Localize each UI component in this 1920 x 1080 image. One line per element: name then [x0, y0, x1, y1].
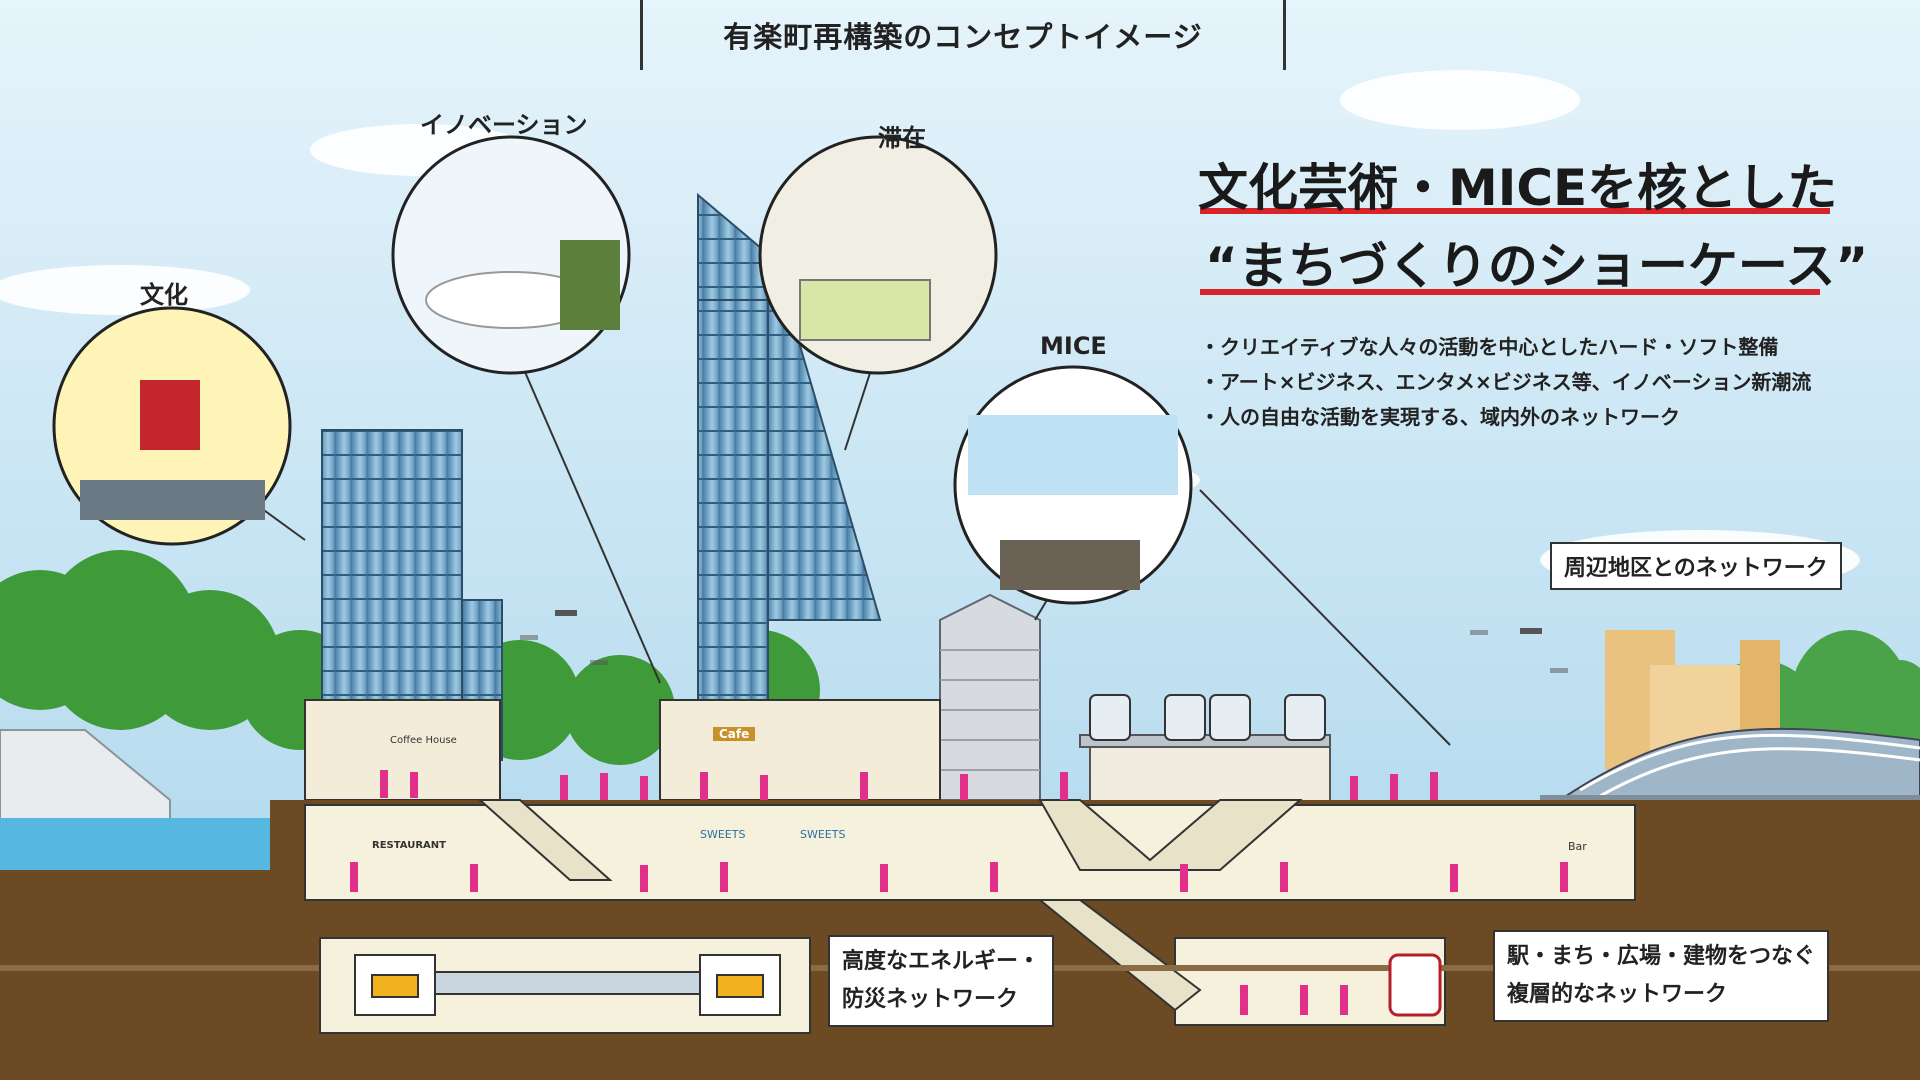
- bullet-item: ・人の自由な活動を実現する、域内外のネットワーク: [1200, 405, 1680, 429]
- label-innovation: イノベーション: [420, 111, 588, 139]
- podium-left: [304, 699, 501, 801]
- headline-underline-1: [1200, 208, 1830, 214]
- energy-label-line: 防災ネットワーク: [842, 987, 1019, 1012]
- label-culture: 文化: [140, 281, 188, 309]
- stone-wall: [0, 729, 171, 821]
- escalator-down: [1037, 899, 1202, 1012]
- circle-stay: [758, 135, 998, 375]
- sign-sweets-2: SWEETS: [800, 828, 846, 841]
- multilayer-label: 駅・まち・広場・建物をつなぐ 複層的なネットワーク: [1493, 930, 1830, 1022]
- circle-culture: [52, 306, 292, 546]
- moat: [0, 818, 270, 878]
- bullet-item: ・アート×ビジネス、エンタメ×ビジネス等、イノベーション新潮流: [1200, 370, 1812, 394]
- circle-innovation: [391, 135, 631, 375]
- battery-left: [354, 954, 436, 1016]
- network-label: 周辺地区とのネットワーク: [1550, 542, 1842, 590]
- sign-sweets-1: SWEETS: [700, 828, 746, 841]
- battery-right: [699, 954, 781, 1016]
- bullet-item: ・クリエイティブな人々の活動を中心としたハード・ソフト整備: [1200, 335, 1779, 359]
- page-title: 有楽町再構築のコンセプトイメージ: [640, 0, 1286, 70]
- trains: [1089, 694, 1326, 741]
- circle-mice: [953, 365, 1193, 605]
- elevated-rail: [1556, 727, 1920, 801]
- drone-icons: [520, 610, 1568, 673]
- energy-label-line: 高度なエネルギー・: [842, 949, 1041, 974]
- bullet-list: ・クリエイティブな人々の活動を中心としたハード・ソフト整備 ・アート×ビジネス、…: [1200, 330, 1811, 435]
- energy-label: 高度なエネルギー・ 防災ネットワーク: [828, 935, 1055, 1027]
- label-mice: MICE: [1040, 332, 1107, 360]
- headline-line-1: 文化芸術・MICEを核とした: [1198, 159, 1838, 217]
- multilayer-label-line: 複層的なネットワーク: [1507, 982, 1728, 1007]
- headline-line-2: “まちづくりのショーケース”: [1205, 237, 1869, 295]
- label-stay: 滞在: [878, 124, 926, 152]
- multilayer-label-line: 駅・まち・広場・建物をつなぐ: [1507, 944, 1816, 969]
- sign-restaurant: RESTAURANT: [372, 840, 446, 851]
- people: [350, 770, 1568, 1015]
- headline-underline-2: [1200, 289, 1820, 295]
- subway-car: [1388, 953, 1442, 1017]
- sign-bar: Bar: [1568, 840, 1587, 853]
- sign-coffee-house: Coffee House: [390, 735, 457, 746]
- sign-cafe: Cafe: [713, 727, 756, 741]
